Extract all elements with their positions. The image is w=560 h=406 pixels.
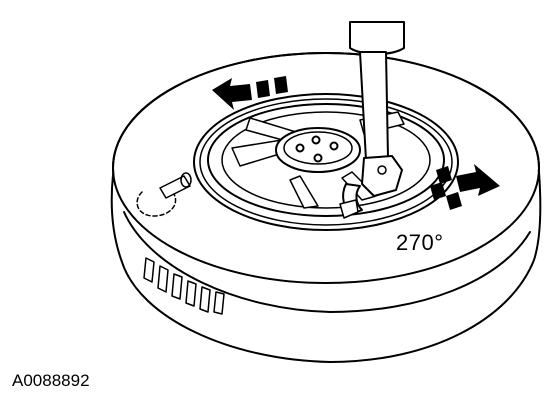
rotation-arrow-left xyxy=(212,76,288,110)
rim-spoke xyxy=(289,175,319,209)
tire-tread-line xyxy=(123,211,531,313)
rotation-arrow-right xyxy=(430,164,500,210)
wheel-hub xyxy=(275,127,361,173)
figure-id: A0088892 xyxy=(12,371,90,390)
tool-shaft xyxy=(359,51,389,161)
tread-blocks xyxy=(143,257,225,315)
tire-changer-tool xyxy=(339,21,405,219)
lug-hole xyxy=(295,143,305,153)
tool-upper-column xyxy=(349,21,405,55)
rim-inner xyxy=(221,111,431,209)
tire-bead-ring xyxy=(193,93,459,231)
rim-outer xyxy=(207,103,445,217)
rotation-angle-label: 270° xyxy=(396,230,444,255)
arrow-right-icon xyxy=(456,164,500,196)
lug-hole xyxy=(311,135,321,145)
tire-sidewall xyxy=(110,171,542,363)
valve-stem xyxy=(136,172,192,217)
valve-stem-dashed-outline xyxy=(136,191,177,217)
lug-hole xyxy=(313,153,323,163)
arrow-left-icon xyxy=(212,78,252,110)
lug-hole xyxy=(329,141,339,151)
tool-head xyxy=(361,155,403,197)
wheel-rim xyxy=(207,103,445,217)
